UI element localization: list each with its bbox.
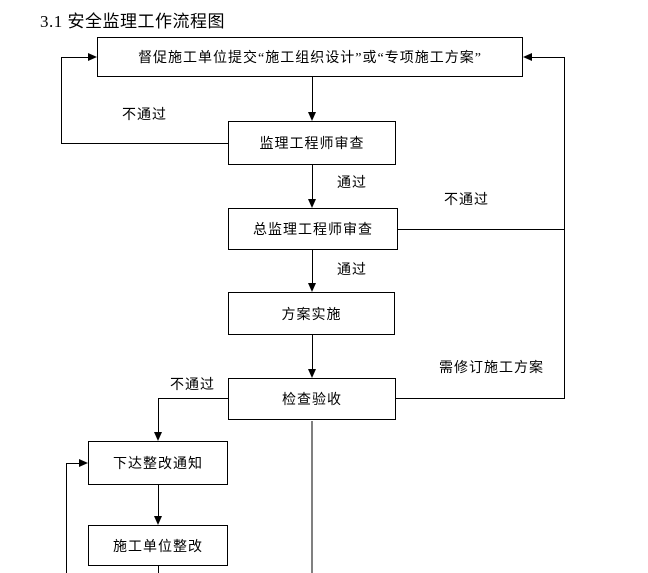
edge-label-fail-chief: 不通过 [443,189,490,209]
arrow-left-icon [523,53,532,61]
connector-revise-plan-h [396,398,565,399]
node-submit-plan: 督促施工单位提交“施工组织设计”或“专项施工方案” [97,37,523,77]
connector-inspect-down-muted [311,421,313,573]
edge-label-fail-inspect: 不通过 [169,374,216,394]
node-rectify-notice: 下达整改通知 [88,441,228,485]
page-title: 3.1 安全监理工作流程图 [40,12,225,31]
arrow-down-icon [154,432,162,441]
connector-feedback-v [66,463,67,573]
connector-engineer-fail-h [61,143,228,144]
connector-chief-to-implement [312,250,313,283]
connector-inspect-fail-h [158,398,228,399]
arrow-right-icon [79,459,88,467]
connector-implement-to-inspect [312,335,313,369]
connector-engineer-to-chief [312,165,313,199]
arrow-down-icon [308,112,316,121]
connector-right-rail-v [564,57,565,399]
arrow-down-icon [308,199,316,208]
node-inspect-accept: 检查验收 [228,378,396,420]
edge-label-fail-engineer: 不通过 [121,104,168,124]
node-chief-review: 总监理工程师审查 [228,208,398,250]
edge-label-pass-chief: 通过 [336,259,368,279]
connector-submit-to-engineer [312,77,313,113]
arrow-down-icon [308,369,316,378]
node-unit-rectify: 施工单位整改 [88,525,228,566]
connector-engineer-fail-top [61,57,88,58]
edge-label-pass-engineer: 通过 [336,172,368,192]
connector-inspect-fail-v [158,398,159,432]
connector-engineer-fail-v [61,57,62,144]
arrow-down-icon [308,283,316,292]
connector-feedback-h [66,463,79,464]
connector-notice-to-rectify [158,485,159,516]
connector-right-rail-top [530,57,564,58]
arrow-right-icon [88,53,97,61]
node-implement: 方案实施 [228,292,395,335]
arrow-down-icon [154,516,162,525]
edge-label-revise-plan: 需修订施工方案 [438,357,545,377]
connector-rectify-down-truncated [158,566,159,573]
node-engineer-review: 监理工程师审查 [228,121,396,165]
connector-chief-fail-h [398,229,564,230]
